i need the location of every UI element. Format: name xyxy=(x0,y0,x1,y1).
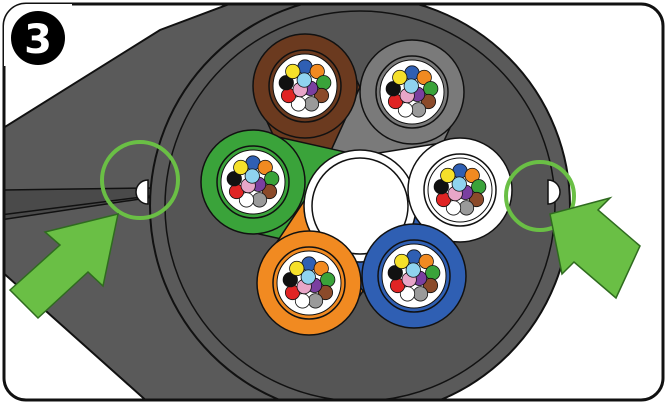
fiber xyxy=(394,253,410,270)
fiber xyxy=(282,272,298,288)
left-notch-marker xyxy=(100,140,180,220)
fiber xyxy=(425,265,441,281)
step-badge: 3 xyxy=(4,4,72,66)
fiber xyxy=(233,159,249,176)
fiber xyxy=(464,167,480,184)
right-notch-marker xyxy=(504,160,576,232)
fiber xyxy=(244,168,260,184)
fiber xyxy=(410,102,427,118)
fiber xyxy=(313,87,330,104)
fiber xyxy=(471,179,487,195)
fiber xyxy=(422,277,439,294)
fiber xyxy=(440,167,456,184)
fiber xyxy=(278,75,294,91)
right-arrow xyxy=(549,196,641,300)
fiber xyxy=(313,260,329,277)
fiber xyxy=(307,293,324,309)
fiber xyxy=(317,284,334,301)
step-number: 3 xyxy=(24,17,52,63)
fiber xyxy=(261,183,278,200)
fiber xyxy=(418,253,434,270)
fiber xyxy=(451,176,467,192)
fiber xyxy=(468,191,485,208)
fiber xyxy=(309,63,325,80)
fiber xyxy=(403,78,419,94)
fiber xyxy=(285,63,301,80)
fiber xyxy=(387,265,403,281)
left-arrow xyxy=(8,212,119,320)
fiber xyxy=(264,171,280,187)
central-strength-member xyxy=(311,157,409,255)
fiber xyxy=(412,286,429,302)
fiber xyxy=(300,269,316,285)
fiber xyxy=(405,262,421,278)
cable-side-edge xyxy=(4,195,151,216)
fiber xyxy=(416,69,432,86)
fiber xyxy=(392,69,408,86)
left-notch xyxy=(135,179,149,205)
fiber xyxy=(251,192,268,208)
fiber xyxy=(385,81,401,97)
fiber xyxy=(316,75,332,91)
step-number-circle xyxy=(11,11,65,65)
buffer-tube-group xyxy=(200,33,513,336)
fiber xyxy=(257,159,273,176)
fiber xyxy=(303,96,320,112)
fiber xyxy=(289,260,305,277)
fiber xyxy=(423,81,439,97)
fiber xyxy=(433,179,449,195)
fiber xyxy=(226,171,242,187)
fiber xyxy=(458,200,475,216)
fiber xyxy=(320,272,336,288)
fiber xyxy=(296,72,312,88)
right-notch xyxy=(547,179,561,205)
fiber xyxy=(420,93,437,110)
